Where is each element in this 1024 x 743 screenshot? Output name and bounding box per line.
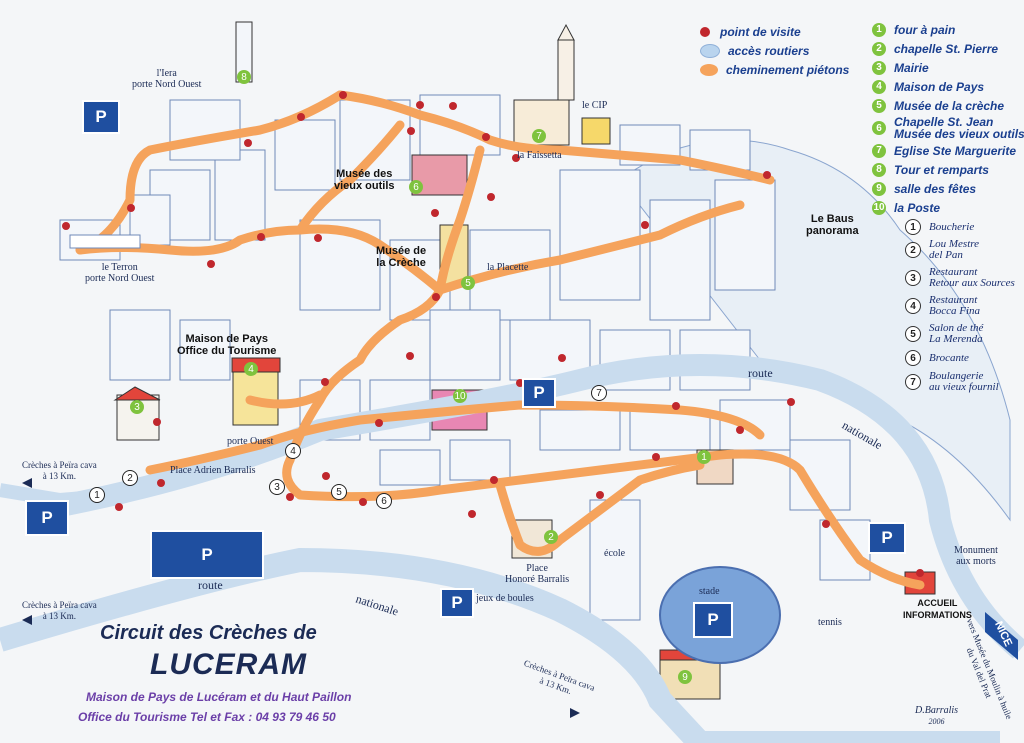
site-marker-6: 6 xyxy=(409,180,423,194)
service-marker-4: 4 xyxy=(285,443,301,459)
service-marker-5: 5 xyxy=(331,484,347,500)
site-marker-4: 4 xyxy=(244,362,258,376)
parking-stade: P xyxy=(693,602,733,638)
label-cip: le CIP xyxy=(582,100,608,111)
subtitle-line1: Maison de Pays de Lucéram et du Haut Pai… xyxy=(86,690,352,704)
service-marker-3: 3 xyxy=(269,479,285,495)
site-marker-3: 3 xyxy=(130,400,144,414)
service-marker-1: 1 xyxy=(89,487,105,503)
road-south xyxy=(0,547,1000,743)
church-spire xyxy=(557,23,575,41)
site-marker-9: 9 xyxy=(678,670,692,684)
title-line1: Circuit des Crèches de xyxy=(100,622,317,644)
label-route-left: route xyxy=(198,578,223,592)
mairie-roof xyxy=(113,386,161,401)
service-marker-7: 7 xyxy=(591,385,607,401)
road-arrows xyxy=(22,478,580,718)
label-place-adrien: Place Adrien Barralis xyxy=(170,465,256,476)
lavoir-shelter xyxy=(69,234,141,249)
road-national xyxy=(37,354,1024,659)
label-tennis: tennis xyxy=(818,617,842,628)
subtitle-line2: Office du Tourisme Tel et Fax : 04 93 79… xyxy=(78,710,336,724)
label-ecole: école xyxy=(604,548,626,559)
service-marker-2: 2 xyxy=(122,470,138,486)
parking-left: P xyxy=(25,500,69,536)
parking-boules: P xyxy=(440,588,474,618)
parking-top-left: P xyxy=(82,100,120,134)
maison-de-pays-building xyxy=(232,364,279,426)
parking-center: P xyxy=(522,378,556,408)
nice-direction-arrow xyxy=(985,612,1018,660)
parking-right: P xyxy=(868,522,906,554)
cip-building xyxy=(581,117,611,145)
pedestrian-paths xyxy=(75,90,925,590)
legend-markers: point de visite accès routiers chemineme… xyxy=(700,22,849,79)
point-icon xyxy=(700,26,710,37)
label-route-top: route xyxy=(748,366,773,380)
service-marker-6: 6 xyxy=(376,493,392,509)
label-stade: stade xyxy=(699,586,720,597)
site-marker-5: 5 xyxy=(461,276,475,290)
label-placette: la Placette xyxy=(487,262,529,273)
legend-path: cheminement piétons xyxy=(700,60,849,79)
legend-point: point de visite xyxy=(700,22,849,41)
site-marker-1: 1 xyxy=(697,450,711,464)
access-icon xyxy=(700,43,720,58)
visit-points xyxy=(62,91,924,577)
parking-bottom-left: P xyxy=(150,530,264,579)
site-marker-10: 10 xyxy=(453,389,467,403)
site-marker-8: 8 xyxy=(237,70,251,84)
label-porte-ouest: porte Ouest xyxy=(227,436,274,447)
church-bell-tower xyxy=(557,39,575,101)
site-marker-2: 2 xyxy=(544,530,558,544)
site-marker-7: 7 xyxy=(532,129,546,143)
village-buildings xyxy=(59,94,871,621)
legend-access: accès routiers xyxy=(700,41,849,60)
path-icon xyxy=(700,63,718,76)
label-faissetta: la Faissetta xyxy=(517,150,562,161)
title-line2: LUCERAM xyxy=(150,648,307,681)
label-jeux-boules: jeux de boules xyxy=(476,593,534,604)
